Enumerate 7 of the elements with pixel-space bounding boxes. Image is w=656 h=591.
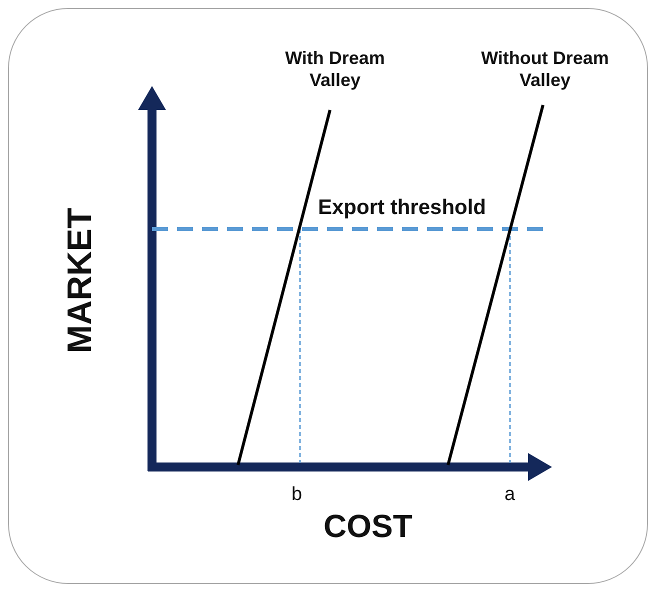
axis-mark: a [504,484,516,506]
curve-label: Without Dream Valley [480,48,610,92]
axis-title: MARKET [60,207,100,353]
axis-mark: b [292,484,302,506]
curve-label: With Dream Valley [284,48,386,92]
threshold-label: Export threshold [318,196,486,220]
axis-title: COST [324,508,412,545]
